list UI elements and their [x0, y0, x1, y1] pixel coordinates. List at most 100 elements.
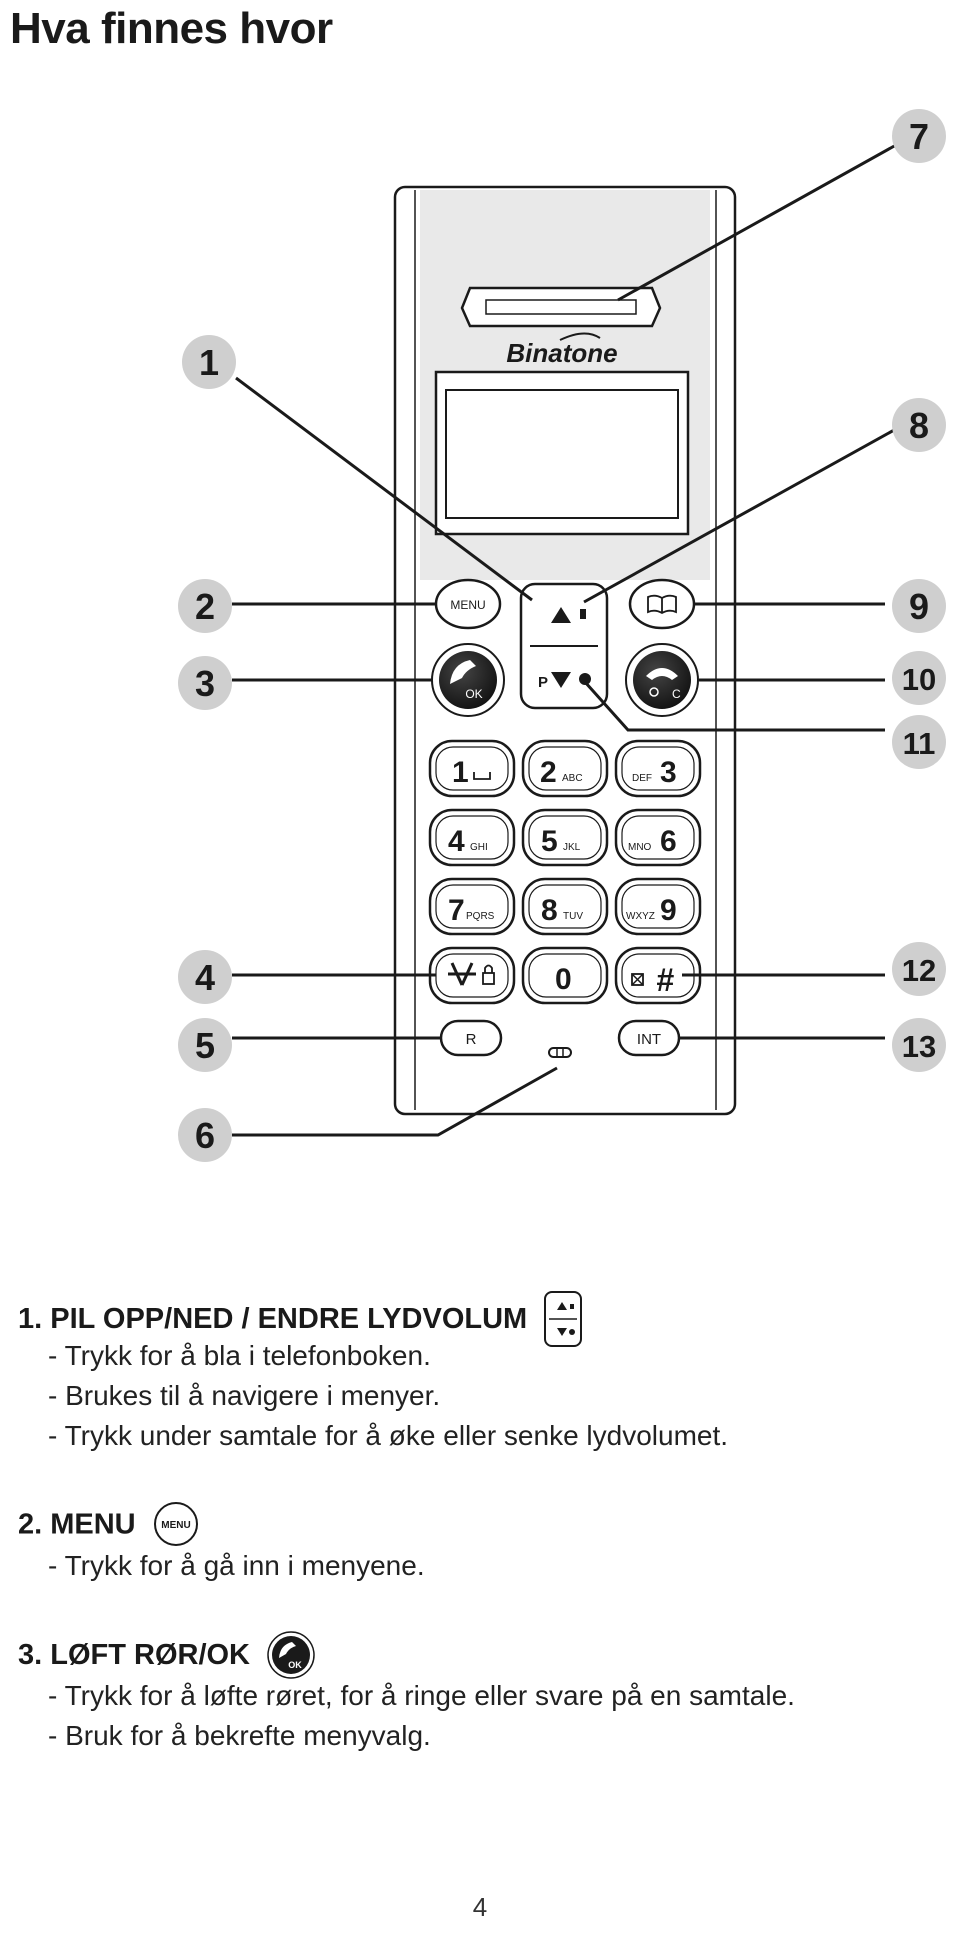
section-line: - Trykk for å løfte røret, for å ringe e… [48, 1680, 795, 1711]
svg-text:MENU: MENU [450, 598, 485, 612]
svg-text:4: 4 [448, 825, 465, 858]
svg-text:5: 5 [541, 825, 558, 858]
callout-2: 2 [178, 579, 232, 633]
key-7[interactable]: 7 PQRS [428, 877, 516, 936]
svg-text:1: 1 [199, 342, 219, 383]
mute-icon [579, 673, 591, 685]
svg-text:0: 0 [555, 963, 572, 996]
earpiece-speaker [460, 286, 662, 328]
menu-key-icon: MENU [153, 1502, 198, 1547]
callout-6: 6 [178, 1108, 232, 1162]
arrow-down-icon [551, 672, 571, 688]
svg-text:2: 2 [195, 586, 215, 627]
section-line: - Bruk for å bekrefte menyvalg. [48, 1720, 431, 1751]
svg-text:PQRS: PQRS [466, 911, 495, 922]
brand-swoosh [559, 332, 601, 341]
svg-text:MNO: MNO [628, 842, 652, 853]
star-icon [448, 962, 476, 986]
leader-lines [232, 138, 906, 1137]
svg-text:2: 2 [540, 756, 557, 789]
ringer-off-icon [631, 973, 644, 986]
pause-label: P [538, 674, 548, 691]
svg-text:4: 4 [195, 957, 215, 998]
svg-text:OK: OK [288, 1660, 302, 1670]
power-icon [649, 687, 659, 697]
svg-text:9: 9 [660, 894, 677, 927]
arrow-up-icon [551, 607, 571, 623]
microphone [548, 1047, 572, 1058]
handset-icon [450, 660, 476, 684]
svg-text:#: # [656, 962, 674, 998]
recall-key[interactable]: R [439, 1019, 503, 1057]
svg-text:12: 12 [902, 953, 936, 988]
callout-13: 13 [892, 1018, 946, 1072]
display-screen [434, 370, 690, 536]
callout-11: 11 [892, 715, 946, 769]
menu-key[interactable]: MENU [434, 578, 502, 630]
section-nav-volume: 1. PIL OPP/NED / ENDRE LYDVOLUM - Trykk … [18, 1290, 948, 1456]
svg-text:GHI: GHI [470, 842, 488, 853]
svg-text:7: 7 [448, 894, 465, 927]
section-heading: 1. PIL OPP/NED / ENDRE LYDVOLUM [18, 1303, 528, 1335]
talk-ok-key[interactable]: OK [431, 643, 505, 717]
svg-text:OK: OK [465, 687, 482, 701]
talk-ok-key-icon: OK [267, 1631, 315, 1679]
svg-text:6: 6 [660, 825, 677, 858]
key-6[interactable]: MNO 6 [614, 808, 702, 867]
svg-text:JKL: JKL [563, 842, 581, 853]
section-line: - Trykk under samtale for å øke eller se… [48, 1420, 729, 1451]
nav-up-down-key[interactable]: P [519, 582, 609, 710]
key-8[interactable]: 8 TUV [521, 877, 609, 936]
svg-text:7: 7 [909, 116, 929, 157]
section-heading: 2. MENU [18, 1508, 136, 1541]
key-5[interactable]: 5 JKL [521, 808, 609, 867]
svg-text:6: 6 [195, 1115, 215, 1156]
section-talk-ok: 3. LØFT RØR/OK OK - Trykk for å løfte rø… [18, 1630, 948, 1756]
key-3[interactable]: DEF 3 [614, 739, 702, 798]
handset-diagram: Binatone P MENU OK C [178, 109, 946, 1162]
key-2[interactable]: 2 ABC [521, 739, 609, 798]
key-1[interactable]: 1 [428, 739, 516, 798]
section-line: - Trykk for å gå inn i menyene. [48, 1550, 425, 1581]
key-9[interactable]: WXYZ 9 [614, 877, 702, 936]
svg-text:MENU: MENU [161, 1520, 190, 1531]
key-0[interactable]: 0 [521, 946, 609, 1005]
intercom-key[interactable]: INT [617, 1019, 681, 1057]
space-icon [473, 772, 491, 780]
callout-8: 8 [892, 398, 946, 452]
svg-text:9: 9 [909, 586, 929, 627]
callout-1: 1 [182, 335, 236, 389]
section-line: - Trykk for å bla i telefonboken. [48, 1340, 431, 1371]
svg-text:3: 3 [660, 756, 677, 789]
callout-5: 5 [178, 1018, 232, 1072]
brand-logo: Binatone [506, 338, 617, 368]
svg-text:10: 10 [902, 662, 936, 697]
function-descriptions: 1. PIL OPP/NED / ENDRE LYDVOLUM - Trykk … [18, 1290, 948, 1800]
phonebook-key[interactable] [628, 578, 696, 630]
svg-text:R: R [466, 1031, 477, 1048]
nav-key-icon [544, 1291, 583, 1347]
svg-text:WXYZ: WXYZ [626, 911, 655, 922]
book-icon [647, 594, 677, 615]
key-4[interactable]: 4 GHI [428, 808, 516, 867]
section-heading: 3. LØFT RØR/OK [18, 1639, 250, 1671]
section-line: - Brukes til å navigere i menyer. [48, 1380, 441, 1411]
key-star-lock[interactable] [428, 946, 516, 1005]
callout-10: 10 [892, 651, 946, 705]
end-clear-key[interactable]: C [625, 643, 699, 717]
svg-text:8: 8 [541, 894, 558, 927]
section-menu: 2. MENU MENU - Trykk for å gå inn i meny… [18, 1500, 948, 1586]
svg-text:C: C [672, 687, 681, 701]
svg-text:ABC: ABC [562, 773, 583, 784]
page-title: Hva finnes hvor [10, 4, 333, 53]
lock-icon [482, 972, 495, 985]
svg-text:3: 3 [195, 663, 215, 704]
svg-text:INT: INT [637, 1031, 661, 1048]
callout-4: 4 [178, 950, 232, 1004]
svg-text:13: 13 [902, 1029, 936, 1064]
callout-12: 12 [892, 942, 946, 996]
svg-text:8: 8 [909, 405, 929, 446]
volume-icon [580, 609, 586, 619]
svg-text:1: 1 [452, 756, 469, 789]
svg-text:DEF: DEF [632, 773, 652, 784]
